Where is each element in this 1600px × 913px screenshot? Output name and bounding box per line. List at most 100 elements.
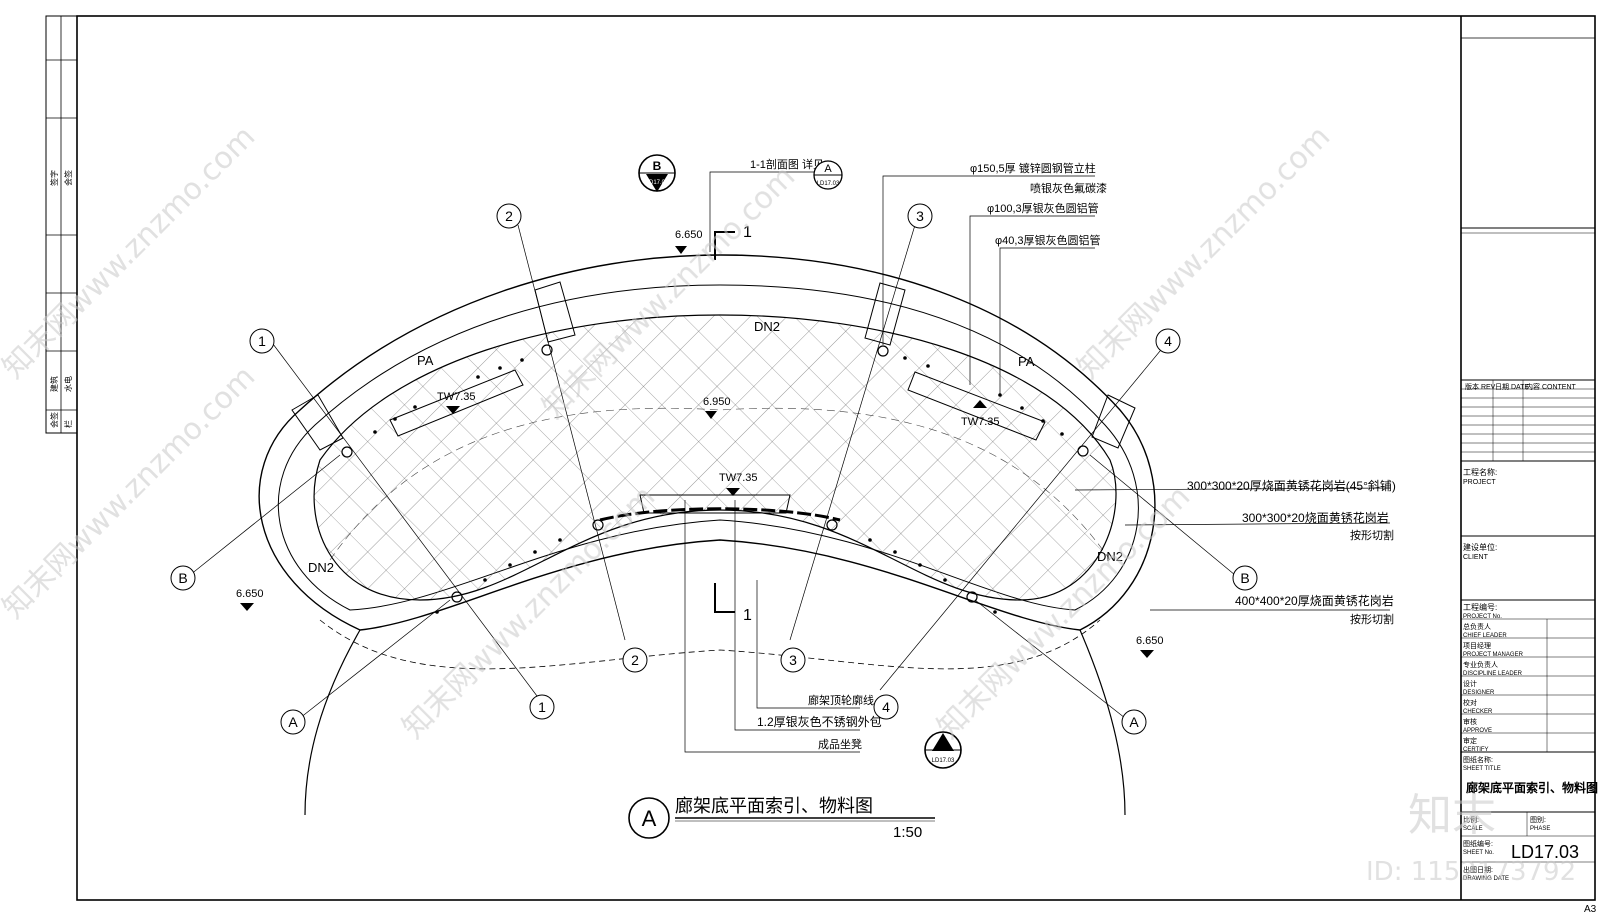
tw-center: TW7.35 xyxy=(719,472,758,484)
bubble-a-right: A xyxy=(1129,714,1139,730)
watermark-brand: 知末 xyxy=(1408,790,1496,841)
tb-pm: 项目经理 xyxy=(1463,641,1491,650)
tb-pm-en: PROJECT MANAGER xyxy=(1463,652,1524,658)
callout-cut-2: 按形切割 xyxy=(1350,612,1394,626)
detail-marker-a-bottom: A LD17.03 xyxy=(924,731,962,769)
tb-designer-en: DESIGNER xyxy=(1463,690,1495,696)
callout-paving-400: 400*400*20厚烧面黄锈花岗岩 xyxy=(1235,593,1394,608)
level-center: 6.950 xyxy=(703,396,731,408)
bubble-b-right: B xyxy=(1240,570,1249,586)
callout-stainless: 1.2厚银灰色不锈钢外包 xyxy=(757,715,882,729)
bubble-3-bottom: 3 xyxy=(789,652,797,668)
tb-chief-en: CHIEF LEADER xyxy=(1463,633,1507,639)
drawing-text: 知末网www.znzmo.com xyxy=(1071,119,1337,385)
level-left: 6.650 xyxy=(236,588,264,600)
callout-col-150: φ150,5厚 镀锌圆钢管立柱 xyxy=(970,161,1096,175)
tb-date: 出图日期: xyxy=(1463,865,1493,874)
bubble-1-top: 1 xyxy=(258,333,266,349)
tb-client-en: CLIENT xyxy=(1463,554,1489,561)
drawing-title: A 廊架底平面索引、物料图 1:50 xyxy=(628,796,922,841)
bubble-b-left: B xyxy=(178,570,187,586)
tb-certify-en: CERTIFY xyxy=(1463,747,1489,753)
callout-tube-100: φ100,3厚银灰色圆铝管 xyxy=(987,201,1099,215)
tb-chief: 总负责人 xyxy=(1463,622,1491,631)
bubble-4-bottom: 4 xyxy=(882,699,890,715)
callout-paving-45: 300*300*20厚烧面黄锈花岗岩(45°斜铺) xyxy=(1187,478,1396,493)
tb-sheet-no-en: SHEET No. xyxy=(1463,850,1494,856)
tb-date-en: DRAWING DATE xyxy=(1463,876,1509,882)
title-name: 廊架底平面索引、物料图 xyxy=(675,796,873,816)
strip-label-4: 水电 xyxy=(63,376,73,392)
title-mark: A xyxy=(642,806,657,831)
tb-checker-en: CHECKER xyxy=(1463,709,1493,715)
tb-sheet-title-en: SHEET TITLE xyxy=(1463,766,1501,772)
tb-discipline-en: DISCIPLINE LEADER xyxy=(1463,671,1523,677)
title-scale: 1:50 xyxy=(893,824,922,841)
tb-sheet-title: 图纸名称: xyxy=(1463,755,1493,764)
paper-size: A3 xyxy=(1584,904,1597,913)
drawing-text: 知末网www.znzmo.com xyxy=(0,119,262,385)
tb-certify: 审定 xyxy=(1463,736,1477,745)
rev-header-1: 版本 REV xyxy=(1465,382,1496,391)
callout-col-150-finish: 喷银灰色氟碳漆 xyxy=(1030,181,1107,195)
drawing-text: LD17.03 xyxy=(817,181,840,187)
level-right: 6.650 xyxy=(1136,635,1164,647)
tb-approve-en: APPROVE xyxy=(1463,728,1492,734)
tb-scale-en: SCALE xyxy=(1463,826,1483,832)
tb-scale: 比例: xyxy=(1463,815,1479,824)
pergola-plan xyxy=(189,171,1391,822)
bubble-1-bottom: 1 xyxy=(538,699,546,715)
tb-project-en: PROJECT xyxy=(1463,479,1496,486)
drawing-frame xyxy=(76,15,1596,901)
label-pa-right: PA xyxy=(1018,354,1035,369)
drawing-text: A xyxy=(939,736,948,750)
callout-ceiling-line: 廊架顶轮廓线 xyxy=(808,693,874,707)
title-block xyxy=(1461,37,1595,863)
watermark-id: ID: 1152173792 xyxy=(1366,857,1576,887)
bubble-a-left: A xyxy=(288,714,298,730)
tb-project-no: 工程编号: xyxy=(1463,602,1497,612)
section-mark-top: 1 xyxy=(743,224,752,241)
strip-label-1: 签字 xyxy=(49,170,59,186)
rev-header-2: 日期 DATE xyxy=(1495,383,1529,391)
bubble-2-bottom: 2 xyxy=(631,652,639,668)
tb-designer: 设计 xyxy=(1463,679,1477,688)
label-dn2-left: DN2 xyxy=(308,560,334,575)
tb-project: 工程名称: xyxy=(1463,467,1497,477)
tb-project-no-en: PROJECT No. xyxy=(1463,614,1502,620)
drawing-text: LD17.03 xyxy=(932,758,955,764)
callout-section-ref: 1-1剖面图 详见 xyxy=(750,157,824,171)
drawing-text: A xyxy=(824,163,832,175)
tb-phase-en: PHASE xyxy=(1530,826,1550,832)
tb-approve: 审核 xyxy=(1463,717,1477,726)
callout-paving-300: 300*300*20烧面黄锈花岗岩 xyxy=(1242,510,1389,525)
tb-client: 建设单位: xyxy=(1463,542,1497,552)
section-mark-bottom: 1 xyxy=(743,607,752,624)
level-top-left: 6.650 xyxy=(675,229,703,241)
detail-marker-b: B LD17.03 xyxy=(638,154,676,192)
callout-cut-1: 按形切割 xyxy=(1350,528,1394,542)
detail-marker-a-top: A LD17.03 xyxy=(813,160,843,190)
tb-checker: 校对 xyxy=(1463,698,1477,707)
strip-label-6: 栏 xyxy=(63,420,73,428)
bubble-2-top: 2 xyxy=(505,208,513,224)
drawing-text: 知末网www.znzmo.com xyxy=(0,359,262,625)
rev-header-3: 内容 CONTENT xyxy=(1526,382,1577,391)
drawing-text: LD17.03 xyxy=(646,180,669,186)
tw-right: TW7.35 xyxy=(961,416,1000,428)
label-dn2-top: DN2 xyxy=(754,319,780,334)
tw-left: TW7.35 xyxy=(437,391,476,403)
level-markers xyxy=(240,246,1154,658)
strip-label-3: 建筑 xyxy=(49,376,59,392)
tb-sheet-no-value: LD17.03 xyxy=(1511,842,1579,862)
tb-discipline: 专业负责人 xyxy=(1463,660,1498,669)
drawing-text: B xyxy=(653,159,662,173)
callout-bench: 成品坐凳 xyxy=(818,737,862,751)
tb-sheet-name: 廊架底平面索引、物料图 xyxy=(1466,780,1598,795)
pergola-outer-outline xyxy=(258,254,1156,631)
strip-label-2: 会签 xyxy=(63,170,73,186)
left-strip: 签字 会签 建筑 水电 会签 栏 xyxy=(45,15,78,434)
label-dn2-right: DN2 xyxy=(1097,549,1123,564)
strip-label-5: 会签 xyxy=(49,412,59,428)
